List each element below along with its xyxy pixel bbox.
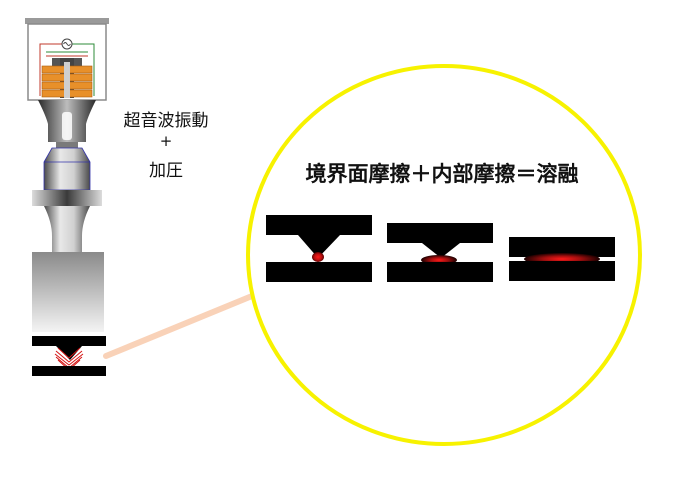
horn-block (32, 252, 104, 332)
pressure-label: 加圧 (149, 161, 183, 181)
piezo-coil-stack (41, 58, 93, 98)
weld-stage-3 (509, 237, 615, 281)
upper-horn (38, 100, 96, 148)
lower-horn-neck (44, 206, 90, 252)
weld-stage-2 (387, 223, 493, 282)
workpiece (32, 336, 106, 376)
booster-cone (43, 147, 91, 191)
detail-connector (103, 293, 255, 359)
booster-ring (32, 190, 102, 206)
weld-stage-1 (266, 215, 372, 282)
equation-title: 境界面摩擦＋内部摩擦＝溶融 (305, 162, 579, 186)
vibration-label: 超音波振動 (123, 111, 209, 131)
ac-source-icon (61, 38, 73, 50)
circuit-wires (39, 43, 95, 96)
plus-label: + (159, 132, 173, 150)
melt-point (312, 252, 324, 262)
